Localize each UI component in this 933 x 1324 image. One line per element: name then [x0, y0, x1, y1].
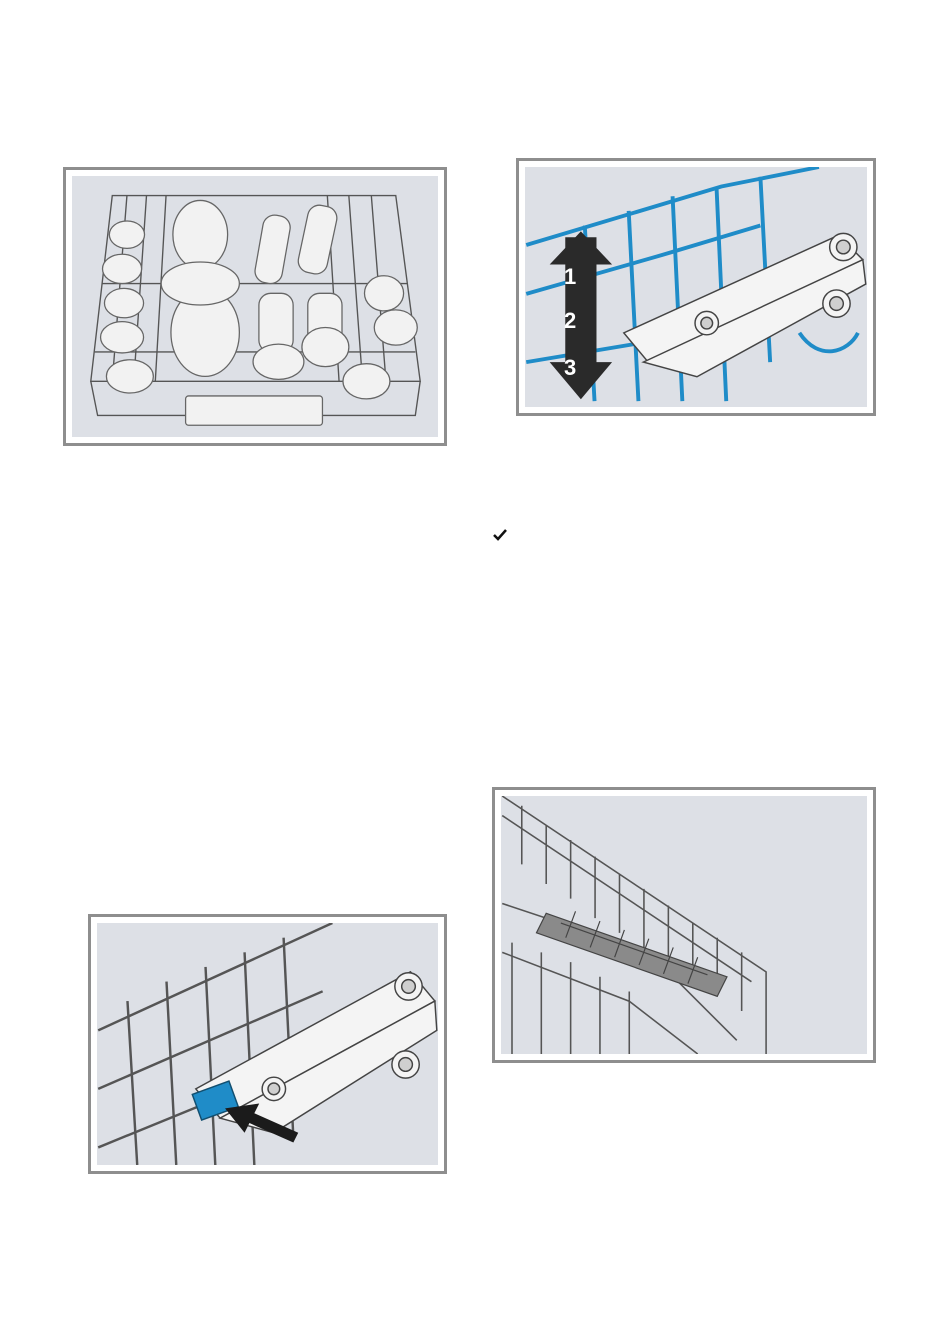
level-label-2: 2: [564, 308, 576, 334]
tine-rack-illustration: [501, 796, 867, 1054]
check-icon: [492, 527, 508, 543]
level-label-1: 1: [564, 264, 576, 290]
rack-height-levels-figure: 1 2 3: [516, 158, 876, 416]
release-lever-illustration: [97, 923, 438, 1165]
level-label-3: 3: [564, 355, 576, 381]
fold-down-tine-rack-figure: [492, 787, 876, 1063]
height-arrow-icon: [550, 231, 612, 399]
loaded-upper-rack-figure: [63, 167, 447, 446]
rack-height-illustration: [525, 167, 867, 407]
rack-release-lever-figure: [88, 914, 447, 1174]
loaded-rack-illustration: [72, 176, 438, 437]
